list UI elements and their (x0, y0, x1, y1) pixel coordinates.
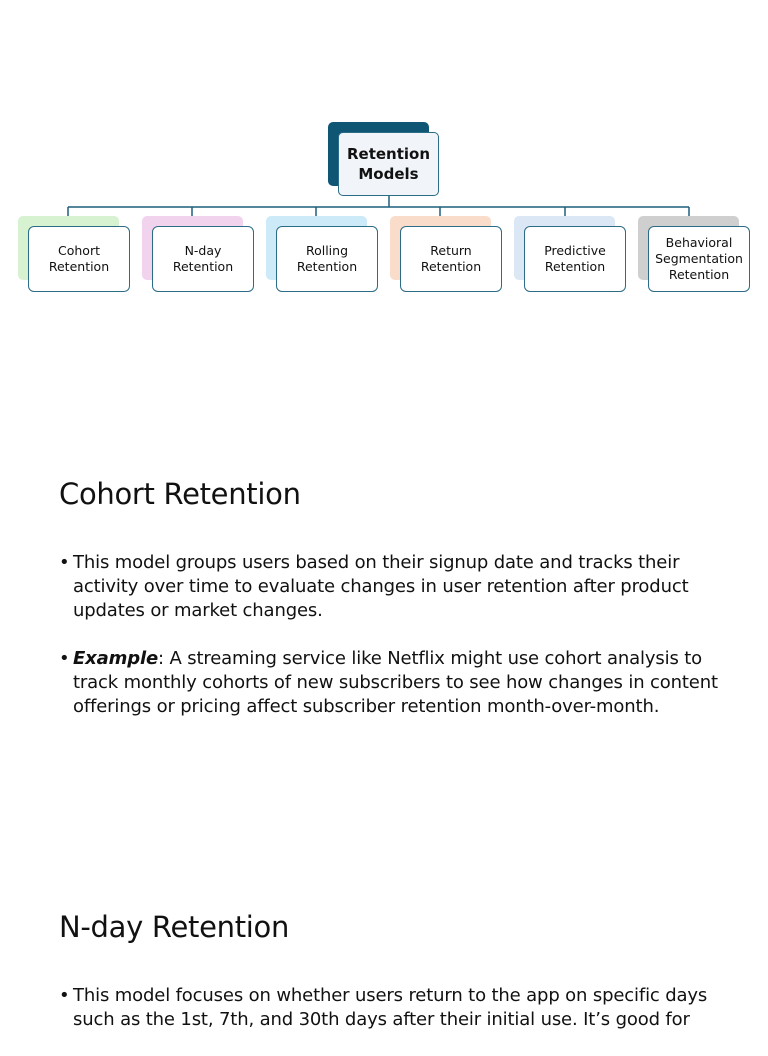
bullet-lead-example: Example (73, 648, 159, 669)
child-node-return-retention: Return Retention (400, 226, 502, 292)
child-node-cohort-retention: Cohort Retention (28, 226, 130, 292)
bullet-text: : A streaming service like Netflix might… (73, 648, 718, 717)
child-node-rolling-retention: Rolling Retention (276, 226, 378, 292)
child-node-label: N-day Retention (172, 243, 234, 274)
child-node-label: Rolling Retention (296, 243, 358, 274)
cohort-retention-bullets: This model groups users based on their s… (59, 551, 749, 743)
bullet-text: This model groups users based on their s… (73, 552, 689, 621)
root-node-label: Retention Models (346, 145, 431, 183)
child-node-behavioral-segmentation-retention: Behavioral Segmentation Retention (648, 226, 750, 292)
child-node-label: Predictive Retention (544, 243, 606, 274)
child-node-nday-retention: N-day Retention (152, 226, 254, 292)
bullet-item: Example: A streaming service like Netfli… (59, 647, 749, 719)
child-node-predictive-retention: Predictive Retention (524, 226, 626, 292)
section-title-nday-retention: N-day Retention (59, 910, 290, 944)
child-node-label: Behavioral Segmentation Retention (655, 235, 743, 282)
child-node-label: Cohort Retention (48, 243, 110, 274)
bullet-item: This model groups users based on their s… (59, 551, 749, 623)
connector-lines (67, 196, 690, 216)
section-title-cohort-retention: Cohort Retention (59, 477, 301, 511)
child-node-label: Return Retention (420, 243, 482, 274)
bullet-item: This model focuses on whether users retu… (59, 984, 749, 1032)
bullet-text: This model focuses on whether users retu… (73, 985, 708, 1030)
nday-retention-bullets: This model focuses on whether users retu… (59, 984, 749, 1056)
root-node-retention-models: Retention Models (338, 132, 439, 196)
retention-models-diagram: Retention Models Cohort Retention N-day … (0, 0, 768, 320)
